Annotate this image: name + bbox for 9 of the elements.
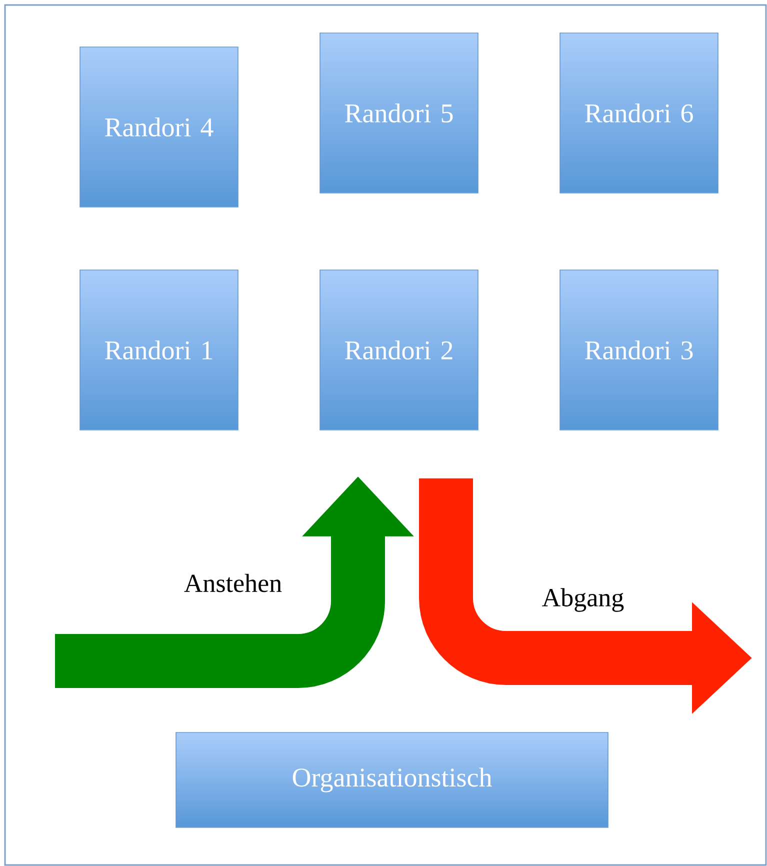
area-box: Randori 2 <box>320 270 478 430</box>
area-box: Randori 1 <box>80 270 238 430</box>
edge-label: Abgang <box>540 586 626 614</box>
edge-label: Anstehen <box>182 572 284 594</box>
area-box: Randori 6 <box>560 32 718 194</box>
area-box: Randori 5 <box>320 32 478 194</box>
area-box: Randori 4 <box>80 46 238 208</box>
area-box: Randori 3 <box>560 270 718 430</box>
table-box: Organisationstisch <box>176 732 608 828</box>
